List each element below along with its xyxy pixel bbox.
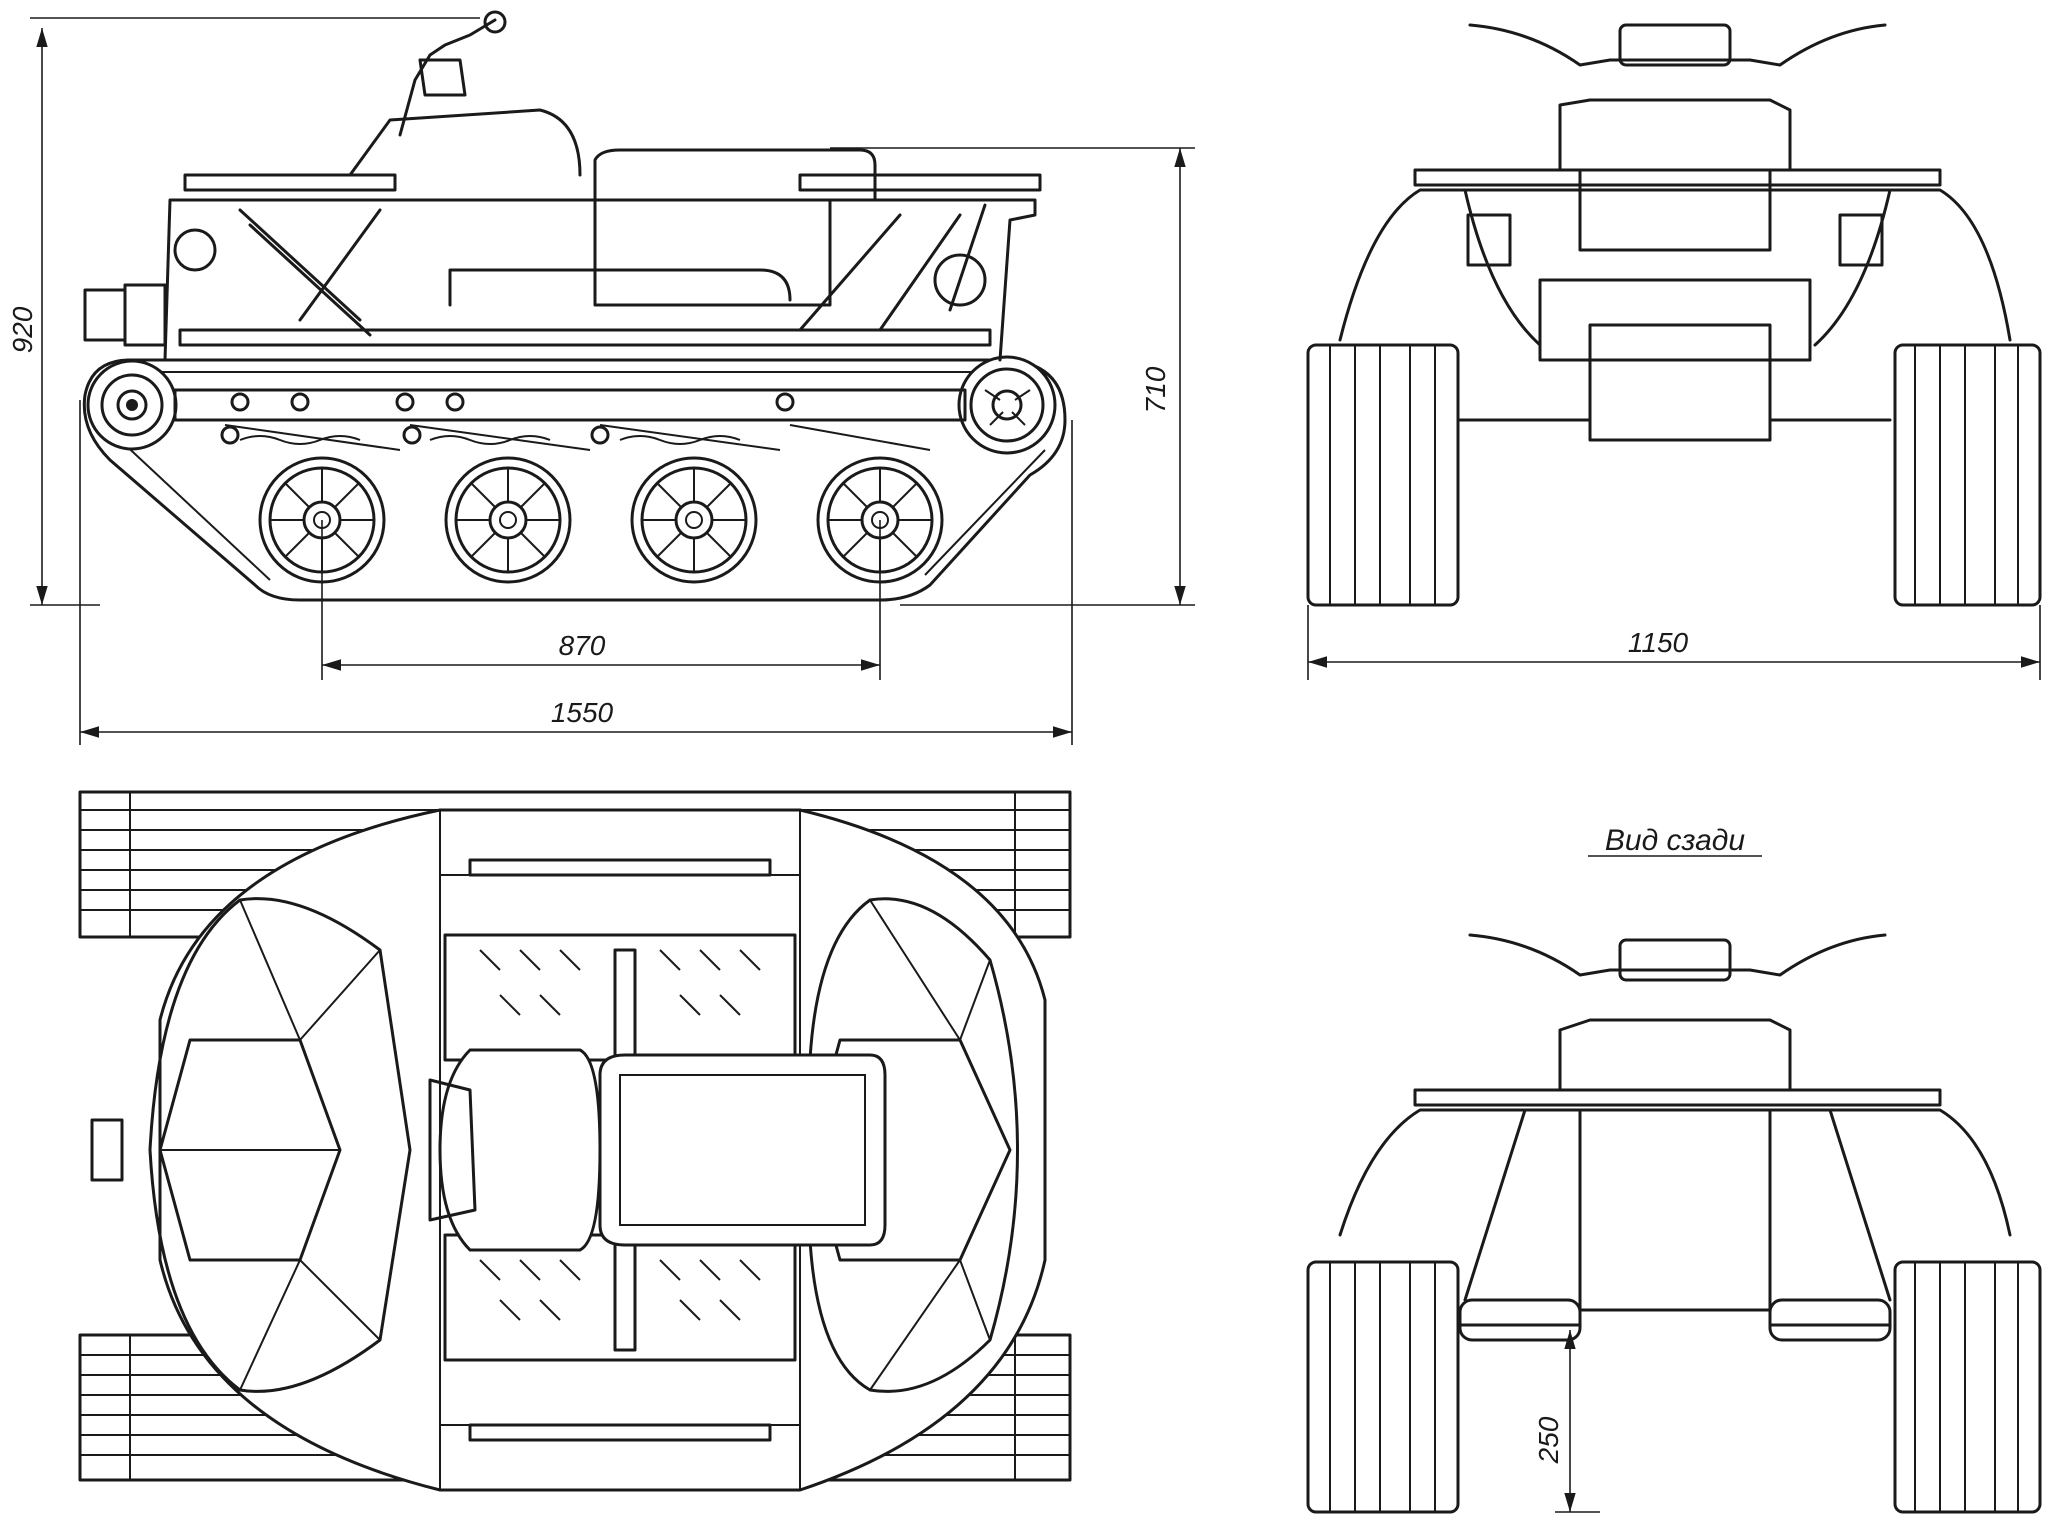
rear-sprocket (86, 359, 178, 451)
rear-view-right-track (1893, 1260, 2042, 1514)
rear-view-caption: Вид сзади (1605, 824, 1745, 857)
front-view-left-track (1306, 343, 1460, 607)
rear-rack-cage (148, 897, 412, 1393)
front-view-right-track (1893, 343, 2042, 607)
front-idler (957, 355, 1057, 455)
dim-label-250: 250 (1533, 1416, 1564, 1464)
rear-view-left-track (1306, 1260, 1460, 1514)
top-view (78, 790, 1072, 1492)
road-wheels (258, 456, 944, 584)
rear-view (1306, 933, 2042, 1514)
dimension-lines (30, 17, 2041, 1513)
side-body (83, 10, 1042, 362)
top-headlight (90, 1118, 124, 1182)
suspension-beam (173, 388, 967, 451)
dim-label-1550: 1550 (551, 697, 614, 728)
dim-label-710: 710 (1140, 366, 1171, 413)
seat (428, 1048, 887, 1252)
dim-label-1150: 1150 (1628, 627, 1689, 658)
side-view (82, 10, 1067, 602)
front-view (1306, 23, 2042, 607)
dim-label-920: 920 (7, 306, 38, 353)
dim-label-870: 870 (559, 630, 606, 661)
